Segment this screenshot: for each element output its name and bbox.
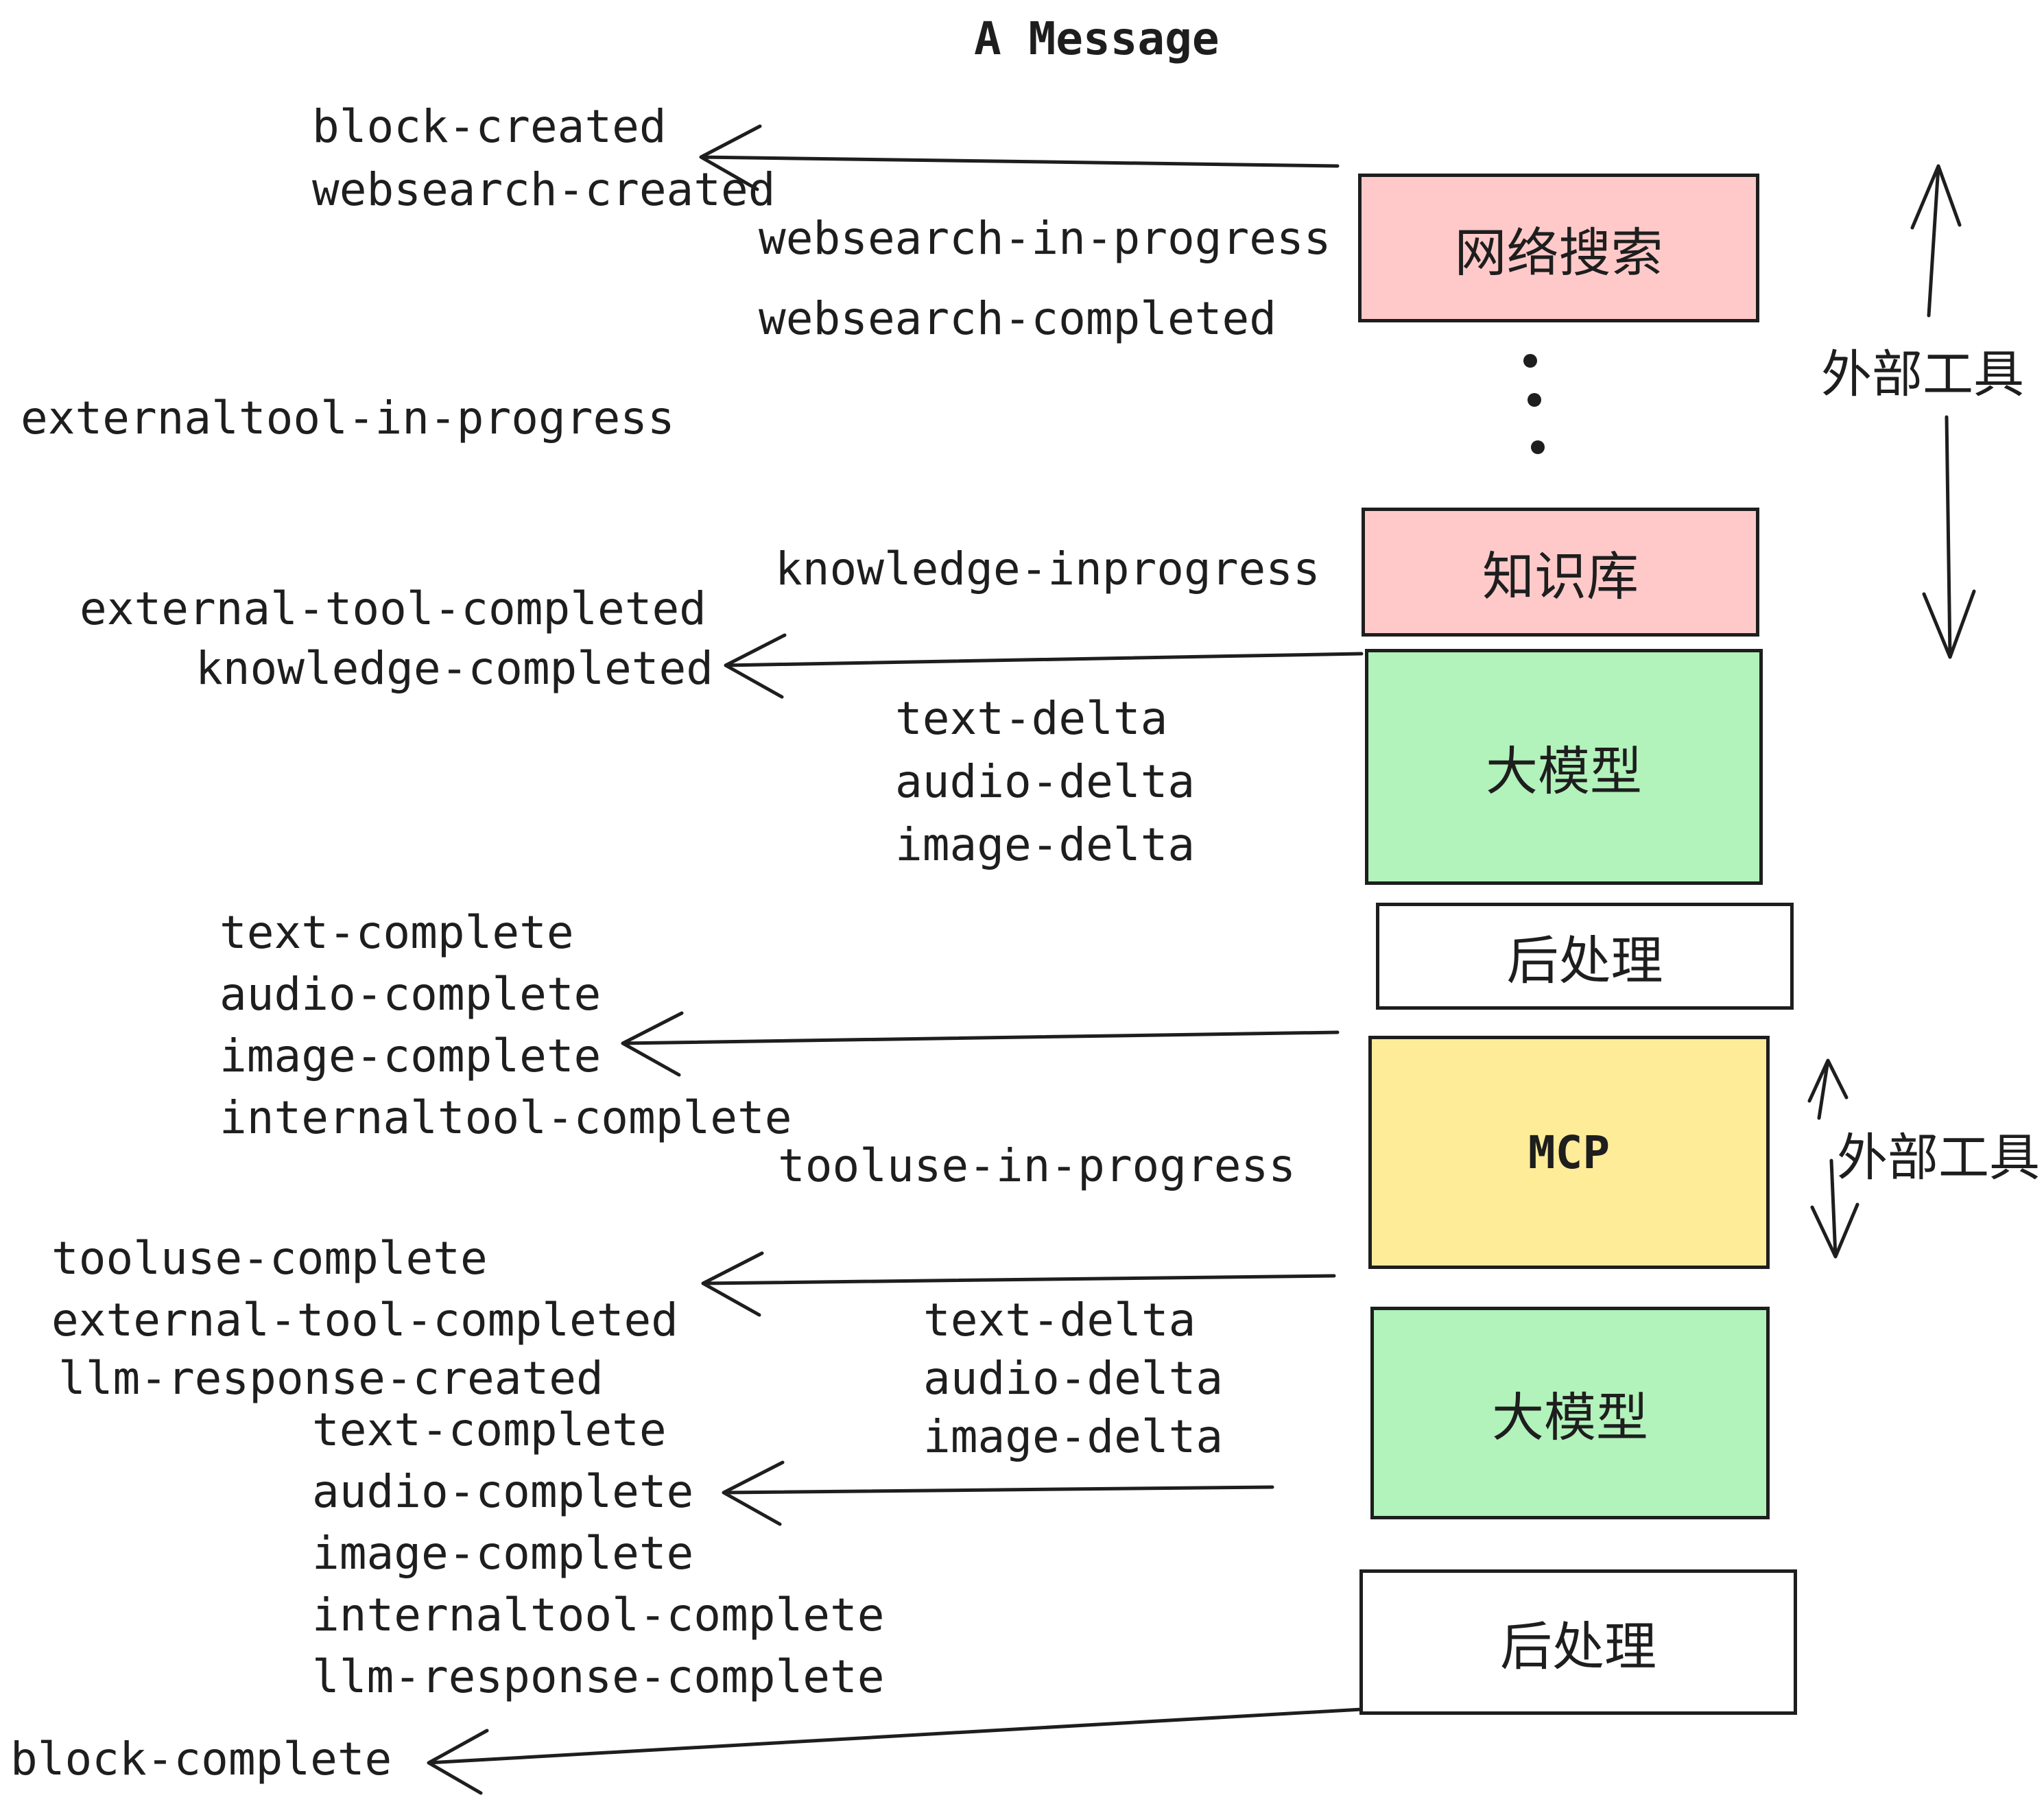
event-internaltool-complete-1: internaltool-complete <box>219 1091 792 1144</box>
page-title: A Message <box>974 12 1220 65</box>
ellipsis-dot <box>1531 440 1545 454</box>
event-text-complete-2: text-complete <box>312 1403 667 1456</box>
event-external-tool-completed-2: external-tool-completed <box>51 1294 678 1346</box>
event-audio-complete-2: audio-complete <box>312 1465 694 1518</box>
event-image-delta-1: image-delta <box>895 818 1196 871</box>
event-text-delta-2: text-delta <box>923 1294 1196 1346</box>
arrow-to-block-created-icon <box>699 124 1340 191</box>
event-websearch-created: websearch-created <box>312 163 776 216</box>
arrow-to-audio-complete-icon <box>722 1460 1274 1526</box>
arrow-to-knowledge-completed-icon <box>724 633 1364 699</box>
event-tooluse-complete: tooluse-complete <box>51 1232 488 1285</box>
external-tools-label-1: 外部工具 <box>1821 345 2024 404</box>
event-websearch-completed: websearch-completed <box>759 292 1276 345</box>
event-internaltool-complete-2: internaltool-complete <box>312 1589 885 1641</box>
box-mcp-label: MCP <box>1528 1126 1611 1179</box>
event-knowledge-completed: knowledge-completed <box>195 642 713 695</box>
ellipsis-dot <box>1528 393 1541 407</box>
external-tools-label-2: 外部工具 <box>1837 1128 2040 1187</box>
event-llm-response-created: llm-response-created <box>58 1352 604 1405</box>
event-block-complete: block-complete <box>10 1733 392 1785</box>
box-postprocess-2: 后处理 <box>1359 1569 1797 1715</box>
ellipsis-dot <box>1523 354 1537 368</box>
event-llm-response-complete: llm-response-complete <box>312 1650 885 1703</box>
box-postprocess-2-label: 后处理 <box>1500 1616 1656 1677</box>
event-block-created: block-created <box>312 100 667 153</box>
box-websearch-label: 网络搜索 <box>1454 222 1663 283</box>
event-audio-delta-1: audio-delta <box>895 755 1196 808</box>
box-postprocess-1: 后处理 <box>1376 903 1794 1010</box>
external-tools-mcp-up-arrow-icon <box>1807 1058 1849 1120</box>
event-audio-complete-1: audio-complete <box>219 968 602 1021</box>
event-image-complete-1: image-complete <box>219 1030 602 1082</box>
box-mcp: MCP <box>1368 1036 1770 1269</box>
box-knowledge: 知识库 <box>1362 508 1759 637</box>
arrow-to-block-complete-icon <box>427 1707 1364 1795</box>
event-knowledge-inprogress: knowledge-inprogress <box>775 543 1320 595</box>
external-tools-down-arrow-icon <box>1922 415 1976 659</box>
box-llm-2: 大模型 <box>1370 1307 1770 1519</box>
box-websearch: 网络搜索 <box>1358 174 1759 322</box>
event-text-delta-1: text-delta <box>895 692 1168 745</box>
event-image-delta-2: image-delta <box>923 1410 1224 1463</box>
event-audio-delta-2: audio-delta <box>923 1352 1224 1405</box>
box-llm-2-label: 大模型 <box>1492 1387 1648 1448</box>
box-knowledge-label: 知识库 <box>1482 546 1639 607</box>
box-postprocess-1-label: 后处理 <box>1506 930 1663 991</box>
event-external-tool-completed-1: external-tool-completed <box>80 582 706 635</box>
external-tools-up-arrow-icon <box>1910 164 1962 318</box>
arrow-to-image-complete-icon <box>621 1011 1340 1077</box>
event-text-complete-1: text-complete <box>219 906 574 959</box>
event-externaltool-in-progress: externaltool-in-progress <box>21 392 675 444</box>
box-llm-1-label: 大模型 <box>1486 741 1642 802</box>
event-tooluse-in-progress: tooluse-in-progress <box>778 1139 1296 1192</box>
event-image-complete-2: image-complete <box>312 1527 694 1580</box>
event-websearch-in-progress: websearch-in-progress <box>759 212 1331 265</box>
box-llm-1: 大模型 <box>1365 649 1763 885</box>
